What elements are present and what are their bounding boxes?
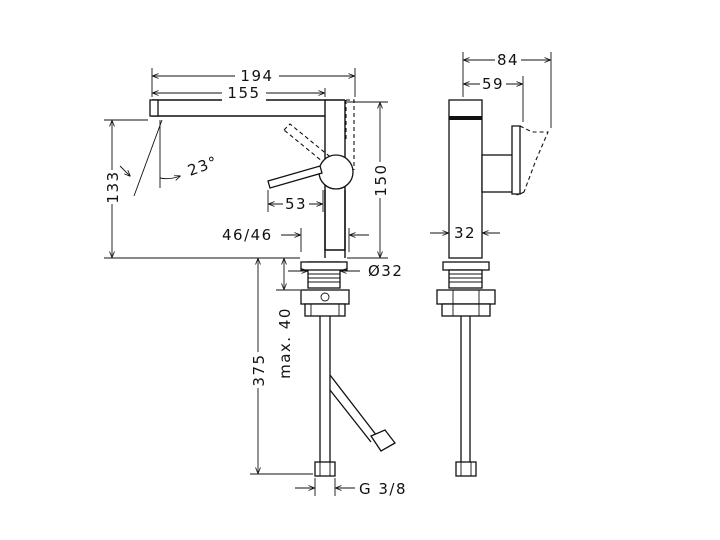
dim-side-overall-depth-label: 84: [497, 51, 519, 69]
dimension-overall-reach: 194: [153, 66, 354, 85]
dim-side-lever-depth-label: 59: [482, 75, 504, 93]
dim-connection-thread-label: G 3/8: [359, 480, 407, 498]
dimension-side-overall-depth: 84: [462, 51, 552, 128]
threaded-shank: [300, 261, 348, 289]
dimension-hole-diameter: 46/46: [222, 226, 369, 252]
dim-spout-angle-label: 23°: [185, 152, 220, 180]
dimension-spout-reach: 155: [153, 83, 324, 102]
dim-shank-diameter-label: Ø32: [368, 262, 403, 280]
dim-side-body-width-label: 32: [454, 224, 476, 242]
side-supply-hose: [455, 316, 477, 477]
side-lever: [481, 125, 549, 197]
dimension-max-mounting: max. 40: [276, 259, 300, 379]
dimension-lever-reach: 53: [267, 190, 324, 213]
dim-hose-length-label: 375: [250, 353, 268, 386]
dimension-height-to-spout: 133: [102, 119, 300, 259]
dim-max-mounting-label: max. 40: [276, 307, 294, 379]
lever-handle: [267, 165, 323, 189]
dimension-hose-length: 375: [248, 259, 313, 475]
dimension-spout-angle: 23°: [119, 119, 221, 197]
dim-overall-height-label: 150: [372, 163, 390, 196]
side-mounting-nut: [436, 289, 496, 317]
lever-alt-position-vertical: [345, 99, 355, 170]
dim-lever-reach-label: 53: [285, 195, 307, 213]
dimension-shank-diameter: Ø32: [288, 262, 403, 280]
dimension-overall-height: 150: [347, 101, 390, 259]
dim-overall-reach-label: 194: [240, 67, 273, 85]
body-column: [324, 190, 346, 258]
dimension-side-body-width: 32: [430, 224, 500, 242]
dim-hole-diameter-label: 46/46: [222, 226, 273, 244]
dimension-side-lever-depth: 59: [464, 75, 524, 122]
dim-spout-reach-label: 155: [227, 84, 260, 102]
side-threaded-shank: [442, 261, 490, 289]
side-view: 84 59 32: [430, 51, 552, 477]
supply-hoses: [319, 316, 378, 462]
spout: [149, 99, 346, 251]
hose-connector-bottom: [314, 461, 336, 477]
front-view: 194 155 133 23°: [102, 66, 407, 498]
hose-connector-angled: [370, 429, 396, 452]
dimension-connection-thread: G 3/8: [295, 478, 407, 498]
mounting-nut: [300, 289, 350, 317]
dim-height-to-spout-label: 133: [104, 170, 122, 203]
lever-knob: [318, 154, 354, 190]
